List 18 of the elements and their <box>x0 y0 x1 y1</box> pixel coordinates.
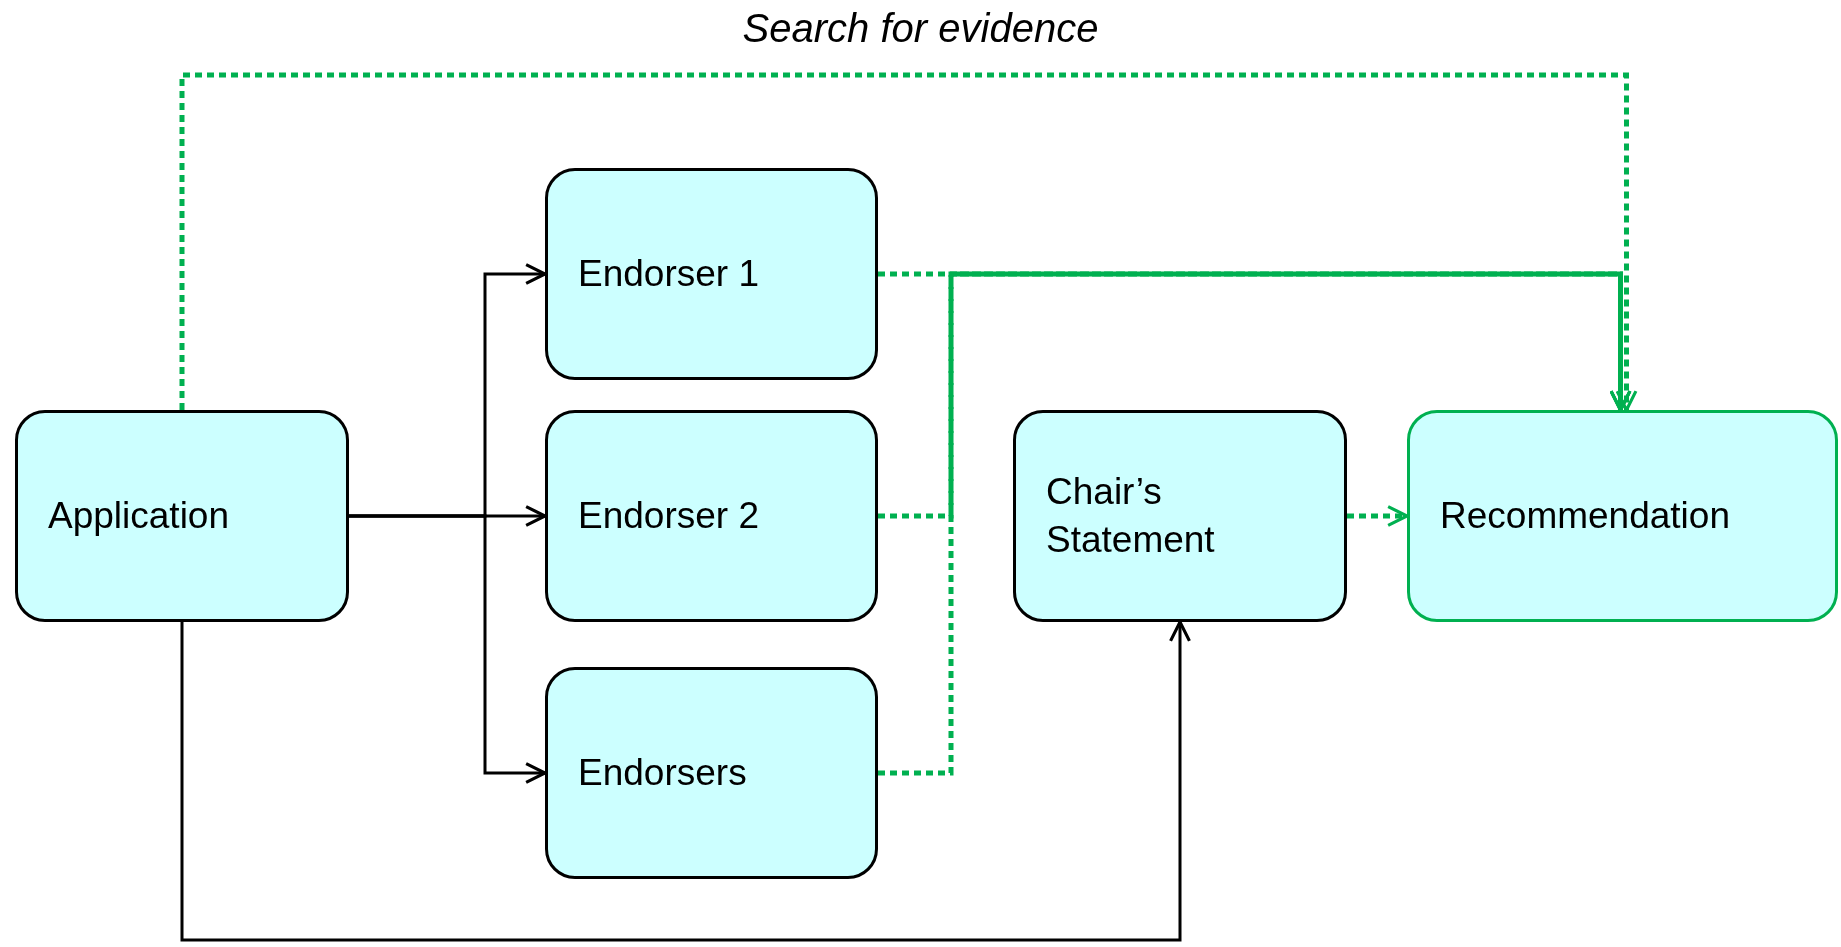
diagram-title: Search for evidence <box>742 6 1099 51</box>
process-box <box>1407 410 1838 622</box>
dashed-arrow <box>1347 505 1409 527</box>
box-label: Endorsers <box>578 750 747 795</box>
box-label: Endorser 1 <box>578 251 759 296</box>
process-box <box>15 410 349 622</box>
dashed-arrow <box>179 72 1638 412</box>
box-label: Application <box>48 493 229 538</box>
process-box <box>545 168 878 380</box>
process-box <box>545 667 878 879</box>
box-label: Chair’s Statement <box>1046 469 1216 562</box>
arrow <box>349 514 547 784</box>
arrow <box>180 620 1191 942</box>
process-box <box>1013 410 1347 622</box>
box-label: Recommendation <box>1440 493 1730 538</box>
dashed-arrow <box>878 271 1632 776</box>
box-label: Endorser 2 <box>578 493 759 538</box>
process-box <box>545 410 878 622</box>
